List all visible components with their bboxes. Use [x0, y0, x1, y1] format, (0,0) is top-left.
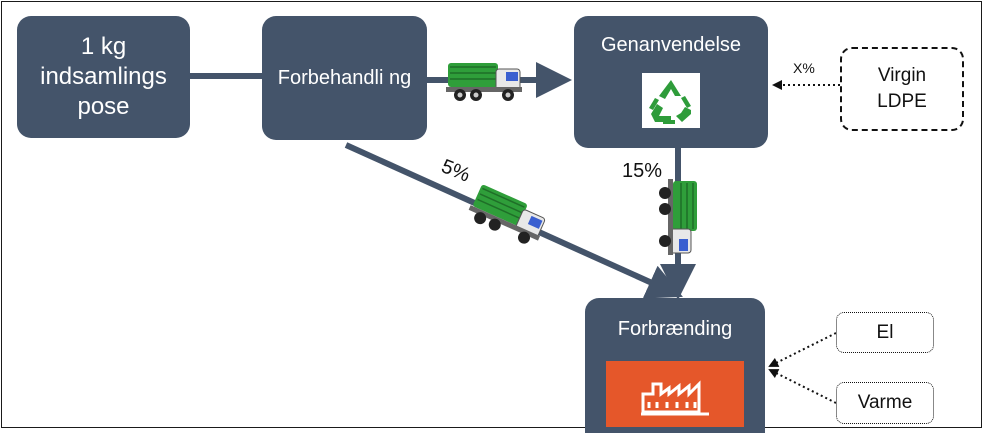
garbage-truck-icon	[657, 179, 703, 259]
electricity-node: El	[836, 312, 934, 353]
recycle-icon	[642, 73, 700, 128]
incineration-node: Forbrænding	[585, 298, 765, 433]
heat-label: Varme	[857, 392, 913, 413]
recycling-node: Genanvendelse	[574, 16, 768, 148]
virgin-ldpe-label: Virgin LDPE	[877, 65, 927, 112]
collection-bag-label: 1 kg indsamlings pose	[40, 33, 167, 120]
factory-icon	[606, 361, 744, 427]
pretreatment-node: Forbehandli ng	[262, 16, 427, 140]
electricity-label: El	[876, 321, 894, 343]
garbage-truck-icon	[464, 178, 556, 253]
arrow-el-to-incineration	[768, 332, 837, 367]
incineration-label: Forbrænding	[617, 318, 733, 340]
pretreatment-label: Forbehandli ng	[277, 67, 412, 89]
garbage-truck-icon	[446, 57, 526, 103]
recycling-label: Genanvendelse	[600, 34, 742, 56]
recycling-loss-percent: 15%	[622, 160, 663, 182]
virgin-ldpe-node: Virgin LDPE	[840, 47, 964, 131]
virgin-share-percent: X%	[793, 60, 815, 76]
collection-bag-node: 1 kg indsamlings pose	[17, 16, 190, 138]
arrow-varme-to-incineration	[768, 369, 837, 404]
heat-node: Varme	[836, 382, 934, 424]
